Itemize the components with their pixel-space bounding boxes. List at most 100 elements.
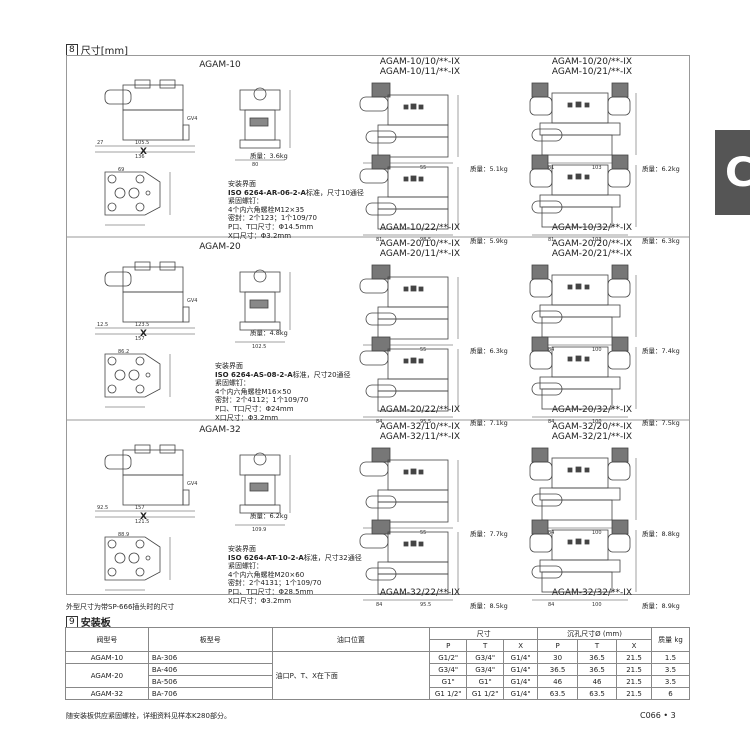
header-x: X xyxy=(503,639,539,652)
gv-label: GV4 xyxy=(187,116,197,122)
header-valve-model: 阀型号 xyxy=(65,627,149,652)
dim-label: 80 xyxy=(252,162,258,168)
dim-label: 95.5 xyxy=(420,602,431,608)
side-view-drawing: 102.5 xyxy=(234,269,291,350)
cell-cx: 21.5 xyxy=(616,663,652,676)
spec-line: ISO 6264-AR-06-2-A标准，尺寸10通径 xyxy=(228,188,364,197)
mounting-face-drawing: 69 xyxy=(104,167,171,226)
cell-size-x: G1/4" xyxy=(503,651,539,664)
dim-label: 55 xyxy=(420,165,426,171)
variant-mass: 质量：7.7kg xyxy=(470,530,508,538)
cell-port-position: 油口P、T、X在下面 xyxy=(271,651,431,700)
dim-label: 136 xyxy=(135,154,145,160)
spec-line: 安装界面 xyxy=(215,362,243,370)
dim-label: 84 xyxy=(548,347,554,353)
variant-drawing: 84 55 xyxy=(359,447,459,536)
cell-plate: BA-406 xyxy=(147,663,273,676)
spec-line: 紧固螺钉： xyxy=(228,197,263,206)
dim-label: 84 xyxy=(376,419,382,425)
variant-drawing: 84 100 xyxy=(529,519,637,608)
variant-title: AGAM-32/22/**-IX xyxy=(379,588,461,598)
gv-label: GV4 xyxy=(187,298,197,304)
spec-line: 密封：2个4131；1个109/70 xyxy=(228,579,322,588)
dim-label: 92.5 xyxy=(97,505,108,511)
variant-mass: 质量：8.5kg xyxy=(470,602,508,610)
page-number: C066 • 3 xyxy=(640,711,676,720)
dim-label: 55 xyxy=(420,530,426,536)
variant-drawing: 84 100 xyxy=(529,447,637,536)
variant-mass: 质量：5.1kg xyxy=(470,165,508,173)
dim-label: 86.2 xyxy=(118,349,129,355)
side-view-drawing: 109.9 xyxy=(234,452,291,533)
dim-label: 84 xyxy=(548,602,554,608)
spec-line: 紧固螺钉： xyxy=(215,379,250,388)
dim-label: 69 xyxy=(118,167,124,173)
section-divider xyxy=(67,236,689,238)
dim-label: 100 xyxy=(592,419,602,425)
dim-label: 100 xyxy=(592,530,602,536)
dim-label: 84 xyxy=(376,602,382,608)
variant-mass: 质量：6.3kg xyxy=(642,237,680,245)
cell-valve: AGAM-20 xyxy=(65,663,149,688)
dim-label: 105.5 xyxy=(135,140,149,146)
cell-size-x: G1/4" xyxy=(503,687,539,700)
chapter-side-tab: C xyxy=(715,130,750,215)
header-p: P xyxy=(429,639,468,652)
dim-label: 121.5 xyxy=(135,519,149,525)
cell-ct: 46 xyxy=(577,675,618,688)
variant-drawing: 81 103 xyxy=(529,82,637,171)
cell-size-t: G1 1/2" xyxy=(466,687,505,700)
variant-mass: 质量：7.1kg xyxy=(470,419,508,427)
variant-mass: 质量：8.8kg xyxy=(642,530,680,538)
mounting-plate-table: 阀型号 板型号 油口位置 尺寸 沉孔尺寸Ø (mm) 质量 kg P T X P… xyxy=(65,627,691,700)
x-port-arrow-label: X xyxy=(140,147,147,157)
variant-drawing: 84 55 xyxy=(359,264,459,353)
variant-mass: 质量：8.9kg xyxy=(642,602,680,610)
header-counterbore: 沉孔尺寸Ø (mm) xyxy=(537,627,652,640)
spec-line: 4个内六角螺栓M16×50 xyxy=(215,387,292,396)
dim-label: 157 xyxy=(135,336,145,342)
spec-line: P口、T口尺寸：Φ14.5mm xyxy=(228,222,314,231)
cell-cx: 21.5 xyxy=(616,651,652,664)
header-p: P xyxy=(537,639,579,652)
table-note: 随安装板供应紧固螺栓，详细资料见样本K280部分。 xyxy=(66,712,231,720)
variant-mass: 质量：6.3kg xyxy=(470,347,508,355)
model-title: AGAM-20 xyxy=(199,242,241,252)
main-mass: 质量：6.2kg xyxy=(250,512,288,520)
cell-plate: BA-506 xyxy=(147,675,273,688)
cell-cp: 63.5 xyxy=(537,687,579,700)
spec-line: P口、T口尺寸：Φ28.5mm xyxy=(228,587,314,596)
chapter-letter: C xyxy=(725,150,750,196)
model-title: AGAM-32 xyxy=(199,425,241,435)
section-title: 安装板 xyxy=(80,618,111,629)
dim-label: 81 xyxy=(548,237,554,243)
section-number: 9 xyxy=(66,615,78,628)
cell-valve: AGAM-10 xyxy=(65,651,149,664)
model-title: AGAM-10 xyxy=(199,60,241,70)
spec-line: P口、T口尺寸：Φ24mm xyxy=(215,404,294,413)
dim-label: 123.5 xyxy=(135,322,149,328)
mounting-face-drawing: 88.9 xyxy=(104,532,171,591)
cell-kg: 1.5 xyxy=(650,651,691,664)
cell-size-p: G1" xyxy=(429,675,468,688)
dim-label: 103 xyxy=(592,165,602,171)
main-mass: 质量：4.8kg xyxy=(250,329,288,337)
front-view-drawing: 92.5 157 121.5 GV4 xyxy=(94,444,197,525)
dimensions-footnote: 外型尺寸为带SP-666插头时的尺寸 xyxy=(66,603,175,611)
dim-label: 27 xyxy=(97,140,103,146)
cell-size-t: G3/4" xyxy=(466,651,505,664)
dim-label: 157 xyxy=(135,505,145,511)
cell-size-p: G3/4" xyxy=(429,663,468,676)
spec-line: 4个内六角螺栓M12×35 xyxy=(228,205,305,214)
variant-mass: 质量：5.9kg xyxy=(470,237,508,245)
spec-line: ISO 6264-AS-08-2-A标准，尺寸20通径 xyxy=(215,370,351,379)
front-view-drawing: 12.5 123.5 157 GV4 xyxy=(94,261,197,342)
cell-valve: AGAM-32 xyxy=(65,687,149,700)
